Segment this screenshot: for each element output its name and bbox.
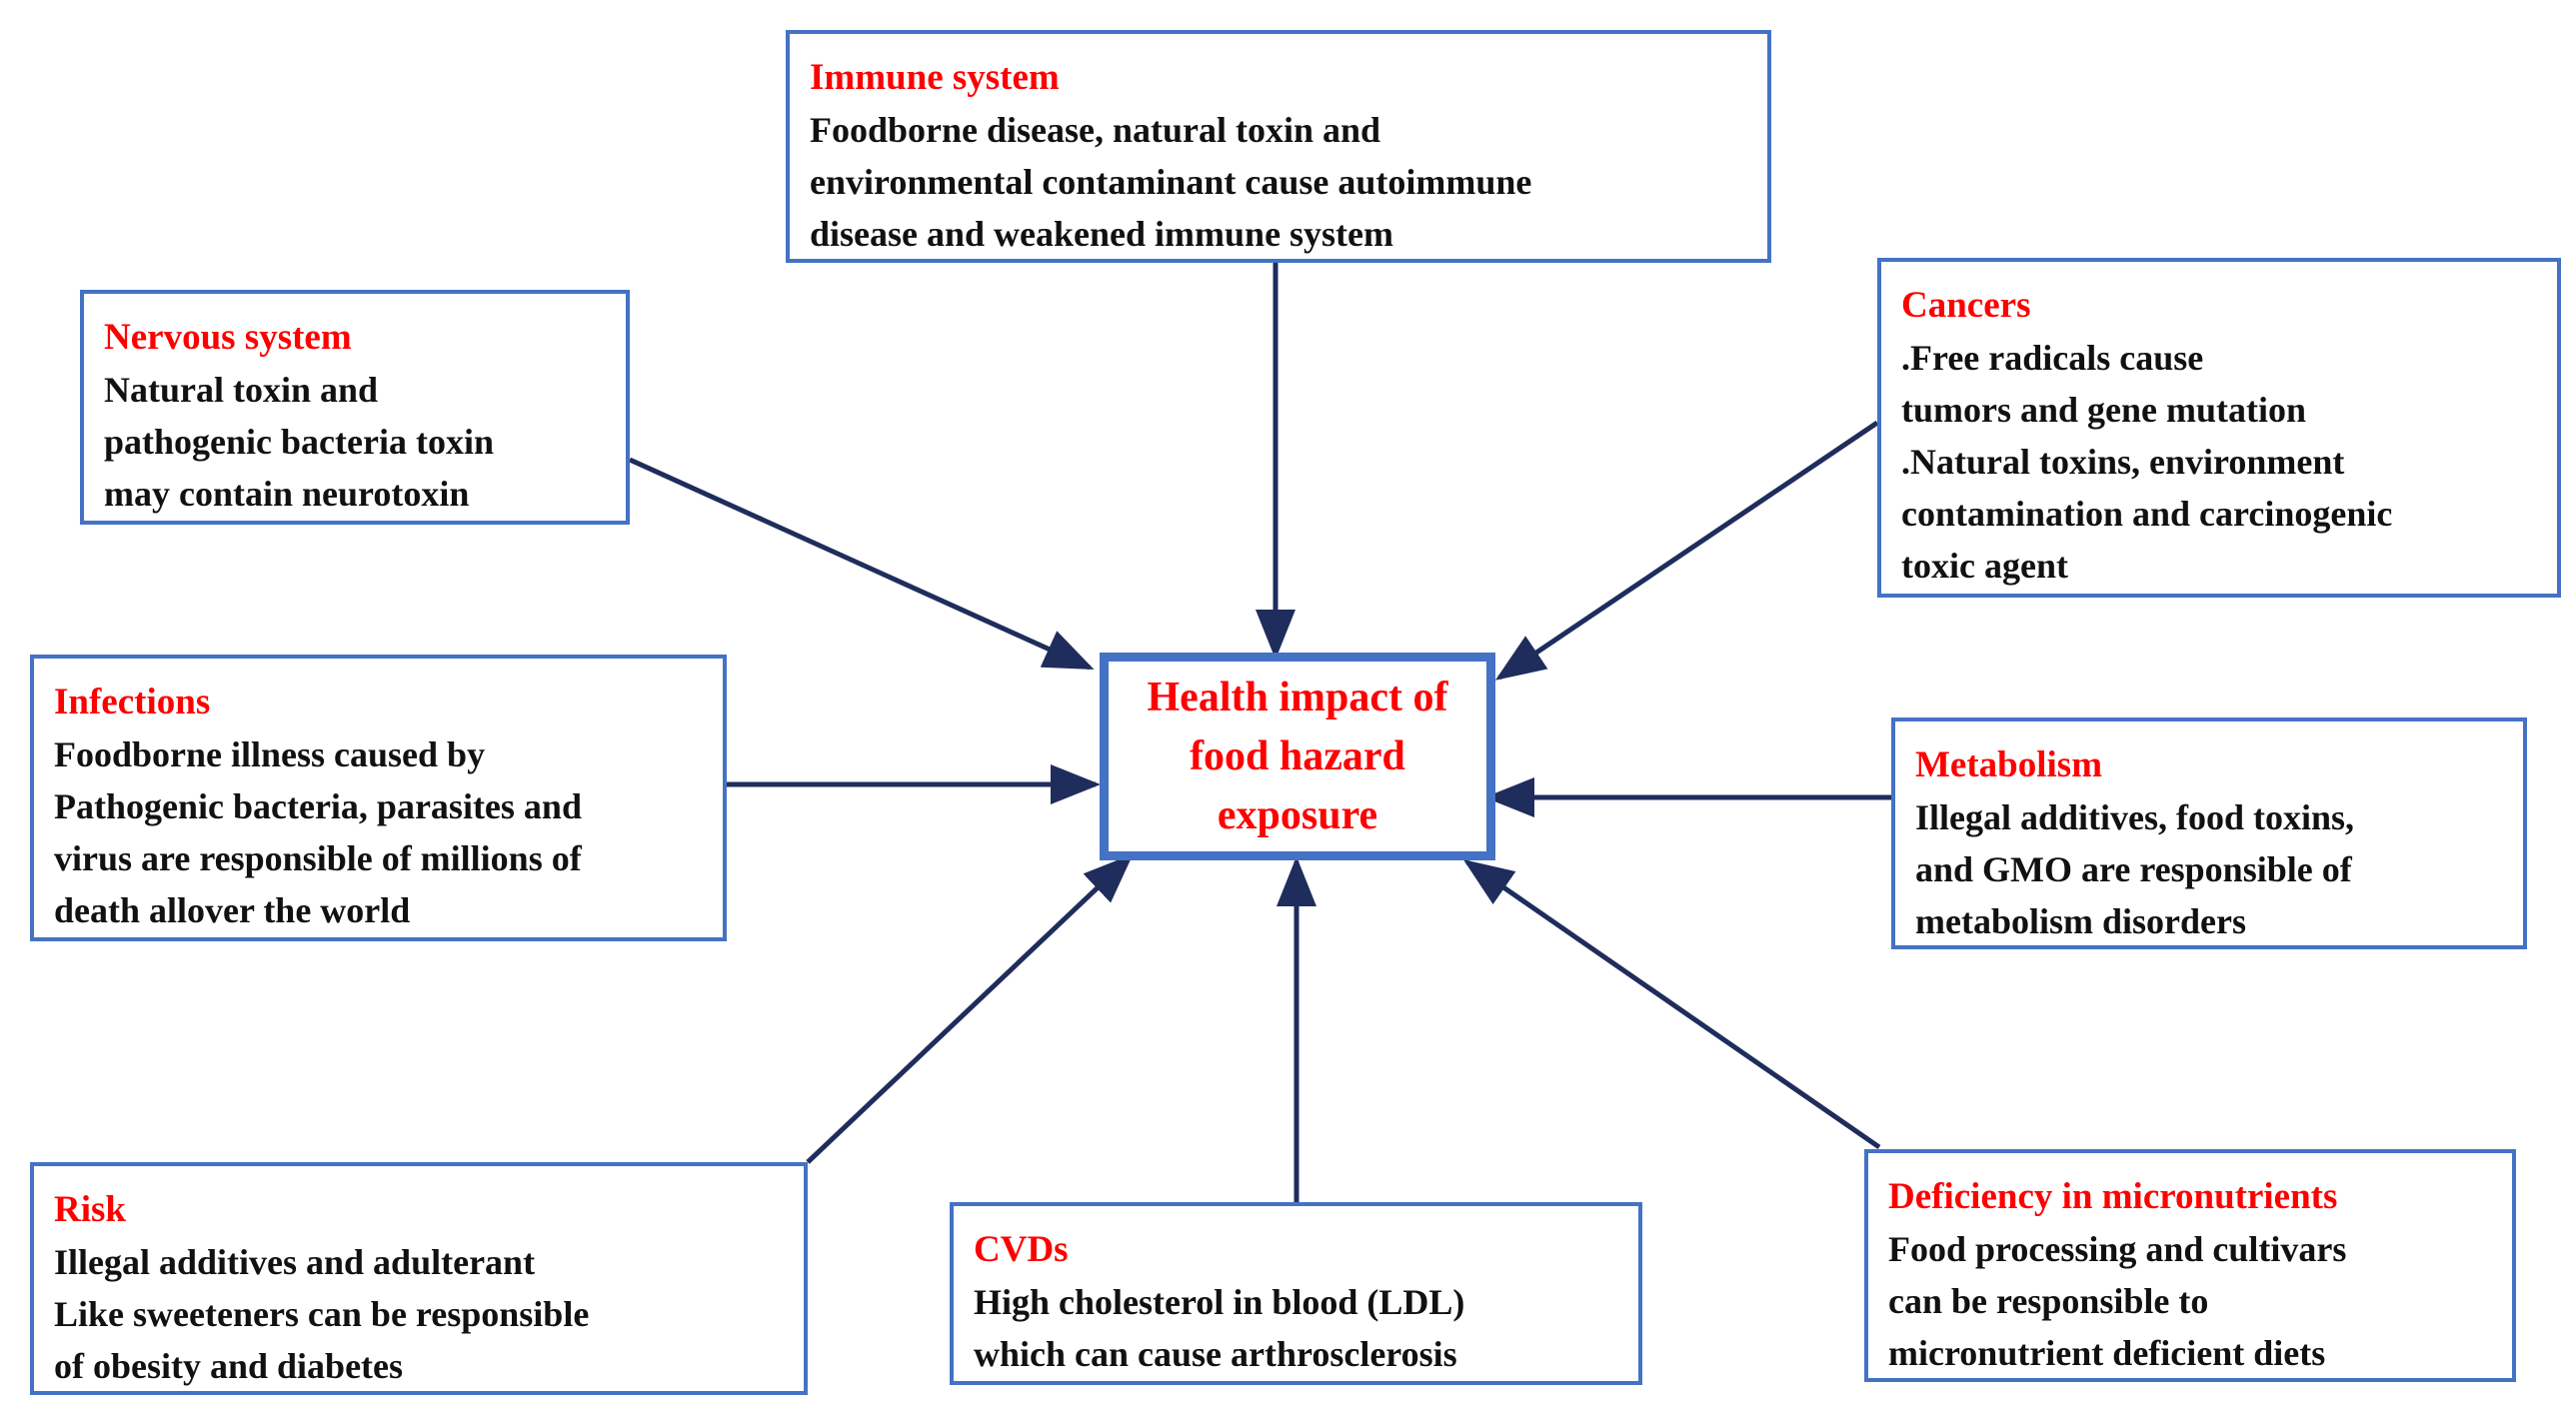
infections-title: Infections: [54, 682, 211, 722]
infections-text: Foodborne illness caused by Pathogenic b…: [54, 728, 703, 936]
nervous-system-line: may contain neurotoxin: [104, 474, 470, 514]
cvds-box: CVDs High cholesterol in blood (LDL) whi…: [950, 1202, 1642, 1385]
center-title-line: exposure: [1217, 791, 1378, 838]
cvds-line: which can cause arthrosclerosis: [974, 1334, 1457, 1374]
center-title: Health impact of food hazard exposure: [1148, 669, 1448, 845]
deficiency-title: Deficiency in micronutrients: [1888, 1176, 2338, 1217]
risk-box: Risk Illegal additives and adulterant Li…: [30, 1162, 808, 1395]
deficiency-box: Deficiency in micronutrients Food proces…: [1864, 1149, 2516, 1382]
cancers-title: Cancers: [1901, 285, 2031, 326]
risk-line: Illegal additives and adulterant: [54, 1242, 536, 1282]
metabolism-line: and GMO are responsible of: [1915, 849, 2352, 889]
cancers-line: contamination and carcinogenic: [1901, 494, 2393, 534]
cvds-title: CVDs: [974, 1229, 1069, 1270]
cancers-line: .Free radicals cause: [1901, 338, 2204, 378]
metabolism-box: Metabolism Illegal additives, food toxin…: [1891, 717, 2527, 949]
infections-box: Infections Foodborne illness caused by P…: [30, 655, 727, 941]
nervous-system-line: Natural toxin and: [104, 370, 379, 410]
center-title-line: Health impact of: [1147, 674, 1448, 720]
metabolism-line: Illegal additives, food toxins,: [1915, 797, 2355, 837]
immune-system-box: Immune system Foodborne disease, natural…: [786, 30, 1771, 263]
immune-system-title: Immune system: [810, 57, 1060, 98]
infections-line: Foodborne illness caused by: [54, 734, 486, 774]
deficiency-text: Food processing and cultivars can be res…: [1888, 1223, 2492, 1379]
nervous-system-text: Natural toxin and pathogenic bacteria to…: [104, 364, 606, 520]
arrow-nervous-to-center: [628, 457, 1095, 671]
deficiency-line: can be responsible to: [1888, 1281, 2209, 1321]
immune-system-line: disease and weakened immune system: [810, 214, 1394, 254]
cancers-line: .Natural toxins, environment: [1901, 442, 2345, 482]
metabolism-title: Metabolism: [1915, 744, 2103, 785]
cancers-box: Cancers .Free radicals cause tumors and …: [1877, 258, 2561, 598]
nervous-system-line: pathogenic bacteria toxin: [104, 422, 494, 462]
cancers-line: toxic agent: [1901, 546, 2068, 586]
infections-line: death allover the world: [54, 890, 411, 930]
metabolism-text: Illegal additives, food toxins, and GMO …: [1915, 791, 2503, 947]
deficiency-line: Food processing and cultivars: [1888, 1229, 2347, 1269]
cvds-text: High cholesterol in blood (LDL) which ca…: [974, 1276, 1618, 1380]
immune-system-text: Foodborne disease, natural toxin and env…: [810, 104, 1747, 260]
arrow-risk-to-center: [806, 853, 1134, 1164]
arrow-cancers-to-center: [1494, 420, 1879, 681]
deficiency-line: micronutrient deficient diets: [1888, 1333, 2326, 1373]
risk-line: Like sweeteners can be responsible: [54, 1294, 590, 1334]
cvds-line: High cholesterol in blood (LDL): [974, 1282, 1465, 1322]
risk-title: Risk: [54, 1189, 126, 1230]
center-box: Health impact of food hazard exposure: [1100, 653, 1495, 860]
cancers-text: .Free radicals cause tumors and gene mut…: [1901, 332, 2537, 592]
infections-line: Pathogenic bacteria, parasites and: [54, 786, 582, 826]
risk-line: of obesity and diabetes: [54, 1346, 404, 1386]
immune-system-line: Foodborne disease, natural toxin and: [810, 110, 1381, 150]
infections-line: virus are responsible of millions of: [54, 838, 582, 878]
nervous-system-box: Nervous system Natural toxin and pathoge…: [80, 290, 630, 525]
cancers-line: tumors and gene mutation: [1901, 390, 2307, 430]
risk-text: Illegal additives and adulterant Like sw…: [54, 1236, 784, 1392]
center-title-line: food hazard: [1190, 732, 1405, 779]
immune-system-line: environmental contaminant cause autoimmu…: [810, 162, 1532, 202]
nervous-system-title: Nervous system: [104, 317, 352, 358]
arrow-deficiency-to-center: [1462, 859, 1881, 1150]
metabolism-line: metabolism disorders: [1915, 901, 2246, 941]
